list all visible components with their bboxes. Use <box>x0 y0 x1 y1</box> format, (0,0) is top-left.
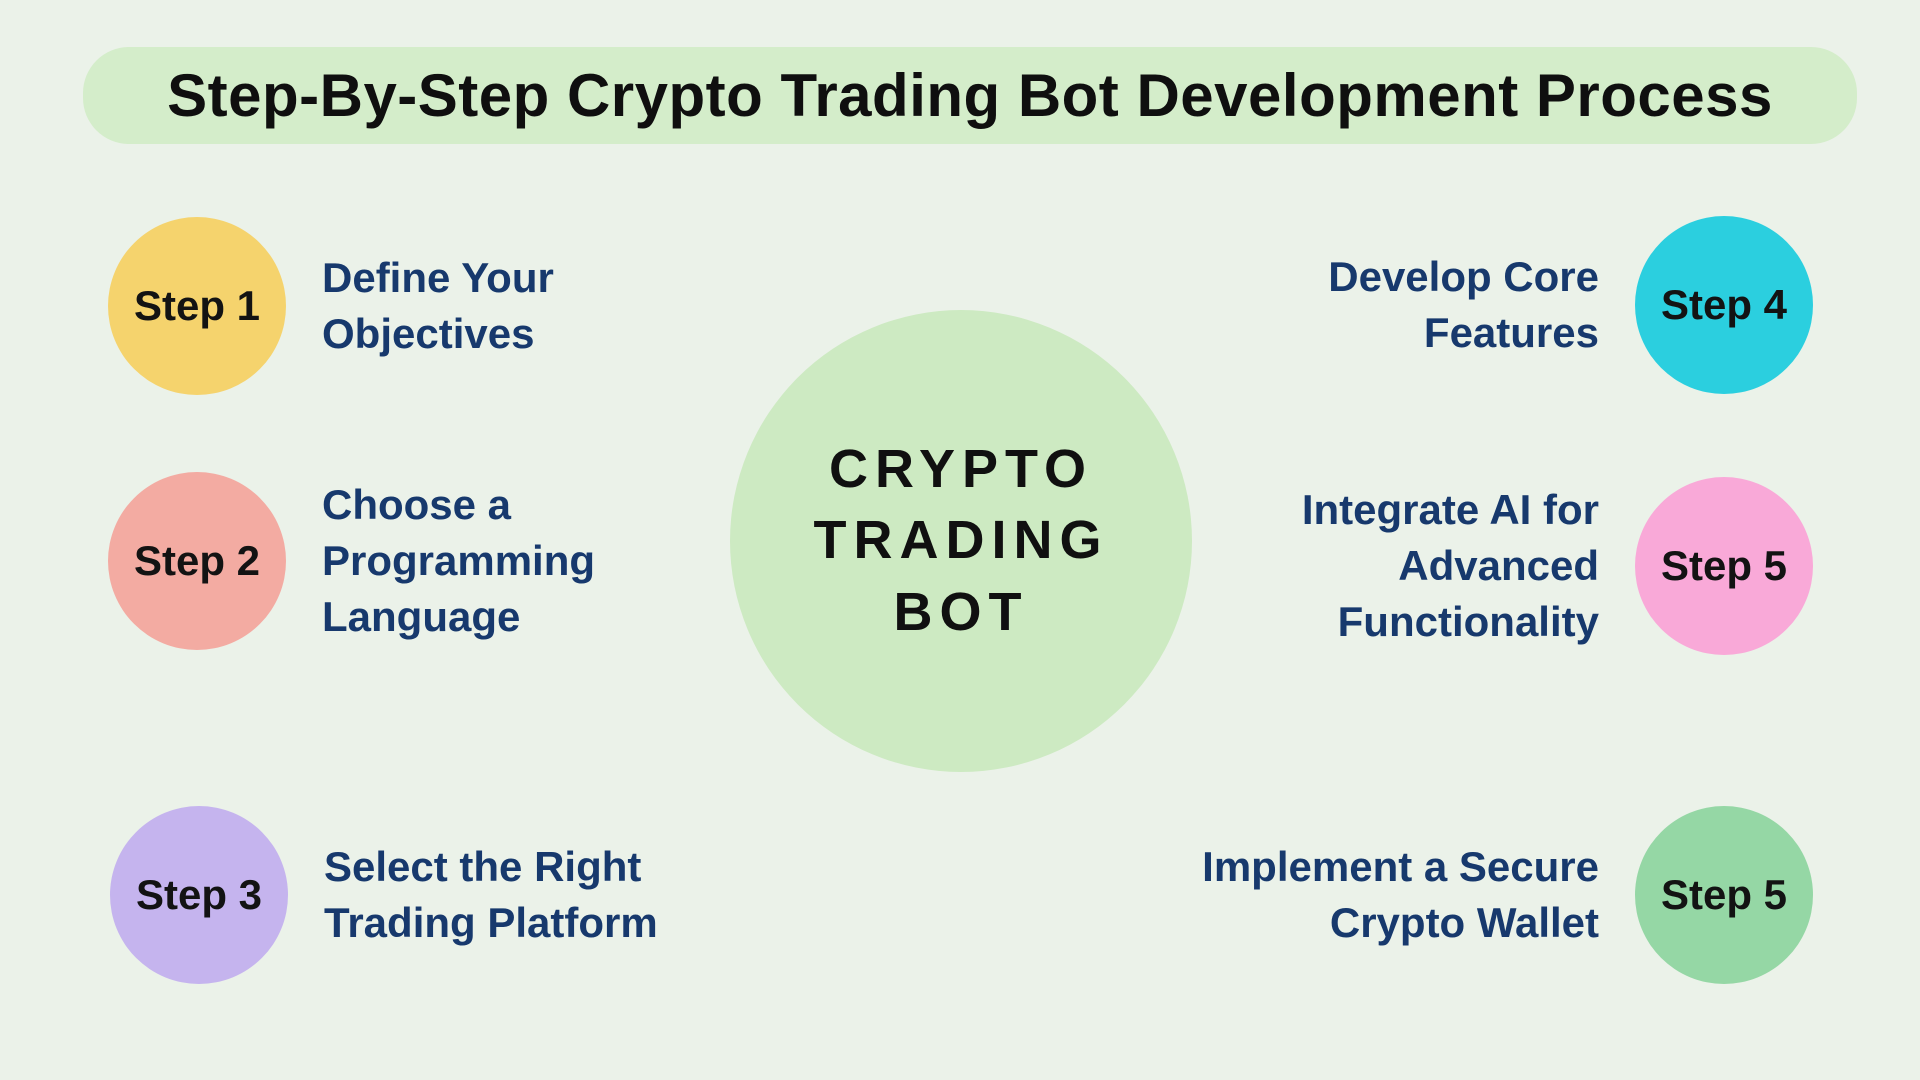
center-circle: CRYPTO TRADING BOT <box>730 310 1192 772</box>
step-2-label: Step 2 <box>133 537 261 584</box>
title-banner: Step-By-Step Crypto Trading Bot Developm… <box>83 47 1857 144</box>
step-row-4: Step 4 Develop Core Features <box>1328 215 1813 395</box>
step-1-description: Define Your Objectives <box>322 254 554 357</box>
step-5-circle: Step 5 <box>1635 477 1813 655</box>
step-1-label: Step 1 <box>133 282 261 329</box>
step-5-description: Integrate AI for Advanced Functionality <box>1301 486 1599 645</box>
step-6-label: Step 5 <box>1660 871 1788 918</box>
step-3-circle: Step 3 <box>110 806 288 984</box>
step-4-description: Develop Core Features <box>1328 253 1599 356</box>
step-3-label: Step 3 <box>135 871 263 918</box>
step-6-description: Implement a Secure Crypto Wallet <box>1202 843 1599 946</box>
step-row-3: Step 3 Select the Right Trading Platform <box>110 805 658 985</box>
step-2-description: Choose a Programming Language <box>322 481 596 640</box>
step-6-circle: Step 5 <box>1635 806 1813 984</box>
step-5-label: Step 5 <box>1660 542 1788 589</box>
step-1-circle: Step 1 <box>108 217 286 395</box>
step-4-label: Step 4 <box>1660 281 1788 328</box>
step-2-circle: Step 2 <box>108 472 286 650</box>
step-row-1: Step 1 Define Your Objectives <box>108 216 554 396</box>
step-3-description: Select the Right Trading Platform <box>324 843 658 946</box>
step-row-2: Step 2 Choose a Programming Language <box>108 471 595 651</box>
step-4-circle: Step 4 <box>1635 216 1813 394</box>
page-title: Step-By-Step Crypto Trading Bot Developm… <box>167 62 1773 129</box>
center-circle-label: CRYPTO TRADING BOT <box>813 439 1109 642</box>
step-row-6: Step 5 Implement a Secure Crypto Wallet <box>1202 805 1813 985</box>
step-row-5: Step 5 Integrate AI for Advanced Functio… <box>1302 476 1813 656</box>
